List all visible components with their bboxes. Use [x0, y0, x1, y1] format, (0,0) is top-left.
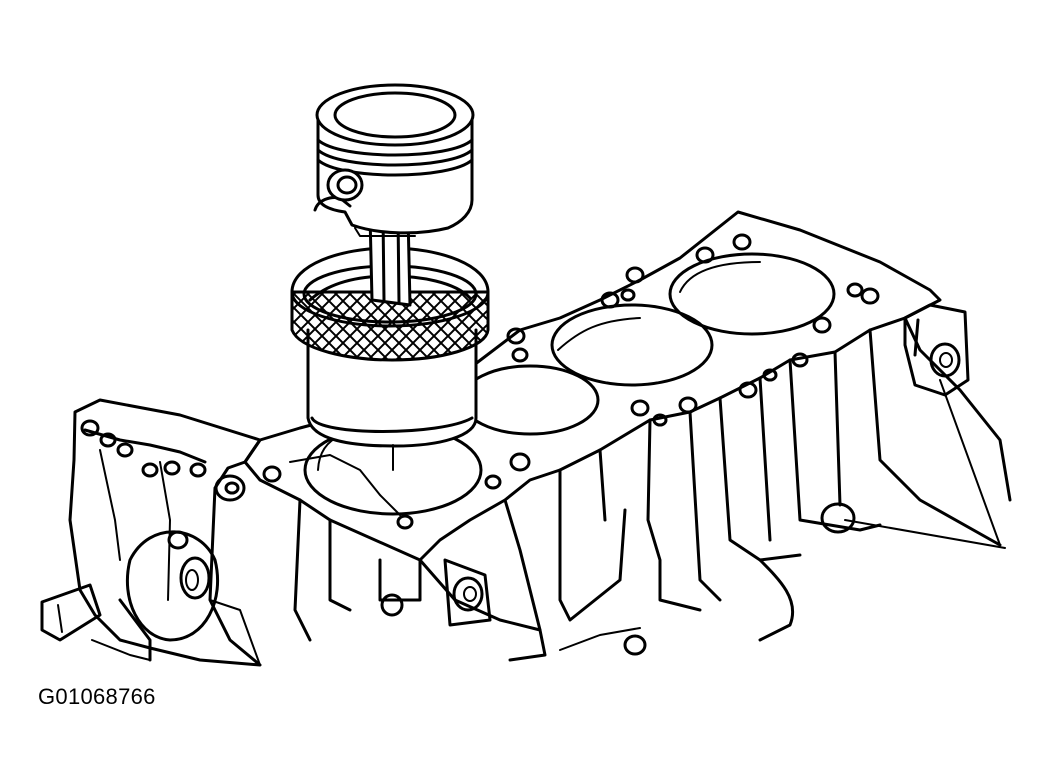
piston-ring-compressor — [290, 246, 490, 448]
engine-block — [40, 210, 1012, 667]
piston-assembly — [313, 83, 475, 307]
figure-code: G01068766 — [38, 684, 156, 709]
